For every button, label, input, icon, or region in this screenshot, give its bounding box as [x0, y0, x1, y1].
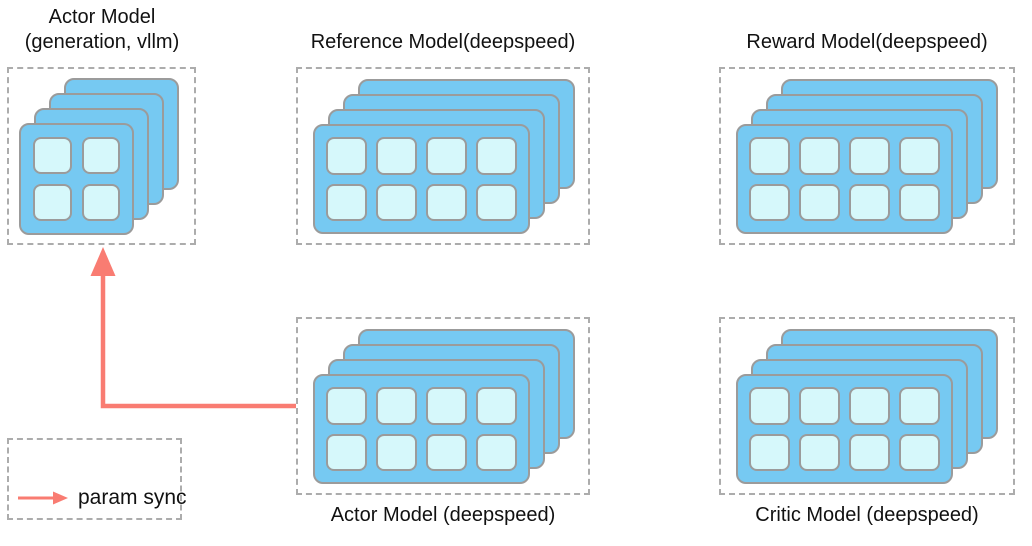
critic-model-label: Critic Model (deepspeed)	[755, 504, 979, 526]
gpu-cell	[376, 433, 417, 471]
gpu-cell	[849, 387, 890, 425]
gpu-cell	[476, 433, 517, 471]
gpu-cell	[326, 183, 367, 221]
gpu-cell	[899, 433, 940, 471]
gpu-cell	[849, 433, 890, 471]
gpu-cell	[33, 184, 72, 221]
reward-model-box	[719, 67, 1015, 245]
gpu-cell	[749, 137, 790, 175]
gpu-cell	[799, 387, 840, 425]
actor-vllm-box	[7, 67, 196, 245]
actor-vllm-title-line2: (generation, vllm)	[24, 31, 180, 53]
reference-model-box	[296, 67, 590, 245]
reference-model-gpu-stack	[313, 79, 575, 234]
gpu-cell	[326, 137, 367, 175]
gpu-cell	[849, 137, 890, 175]
critic-model-gpu-stack	[736, 329, 998, 484]
actor-vllm-title: Actor Model (generation, vllm)	[4, 5, 200, 55]
critic-model-box	[719, 317, 1015, 495]
gpu-cell	[376, 183, 417, 221]
param-sync-arrow-icon	[18, 491, 68, 505]
gpu-cell	[749, 183, 790, 221]
gpu-cell	[476, 387, 517, 425]
gpu-cell	[426, 137, 467, 175]
gpu-cell	[426, 387, 467, 425]
gpu-cell	[426, 183, 467, 221]
legend-box: param sync	[7, 438, 187, 520]
gpu-cell	[849, 183, 890, 221]
gpu-card	[19, 123, 134, 235]
legend-row: param sync	[17, 484, 187, 512]
gpu-cell	[376, 387, 417, 425]
actor-vllm-title-line1: Actor Model	[48, 6, 156, 28]
gpu-cell	[476, 183, 517, 221]
gpu-cell	[476, 137, 517, 175]
actor-deepspeed-label: Actor Model (deepspeed)	[330, 504, 556, 526]
gpu-cell	[426, 433, 467, 471]
gpu-cell	[749, 387, 790, 425]
gpu-card	[313, 124, 530, 234]
legend-label: param sync	[78, 486, 187, 509]
reward-model-gpu-stack	[736, 79, 998, 234]
gpu-cell	[899, 183, 940, 221]
actor-deepspeed-box	[296, 317, 590, 495]
reward-model-title: Reward Model(deepspeed)	[746, 31, 988, 53]
gpu-card	[736, 374, 953, 484]
actor-vllm-gpu-stack	[19, 78, 179, 235]
gpu-cell	[899, 387, 940, 425]
reference-model-title: Reference Model(deepspeed)	[310, 31, 576, 53]
gpu-cell	[749, 433, 790, 471]
gpu-cell	[799, 433, 840, 471]
gpu-card	[736, 124, 953, 234]
actor-deepspeed-gpu-stack	[313, 329, 575, 484]
gpu-cell	[33, 137, 72, 174]
gpu-cell	[81, 137, 120, 174]
gpu-cell	[81, 184, 120, 221]
gpu-cell	[899, 137, 940, 175]
gpu-cell	[799, 183, 840, 221]
gpu-card	[313, 374, 530, 484]
gpu-cell	[376, 137, 417, 175]
gpu-cell	[326, 433, 367, 471]
gpu-cell	[799, 137, 840, 175]
gpu-cell	[326, 387, 367, 425]
